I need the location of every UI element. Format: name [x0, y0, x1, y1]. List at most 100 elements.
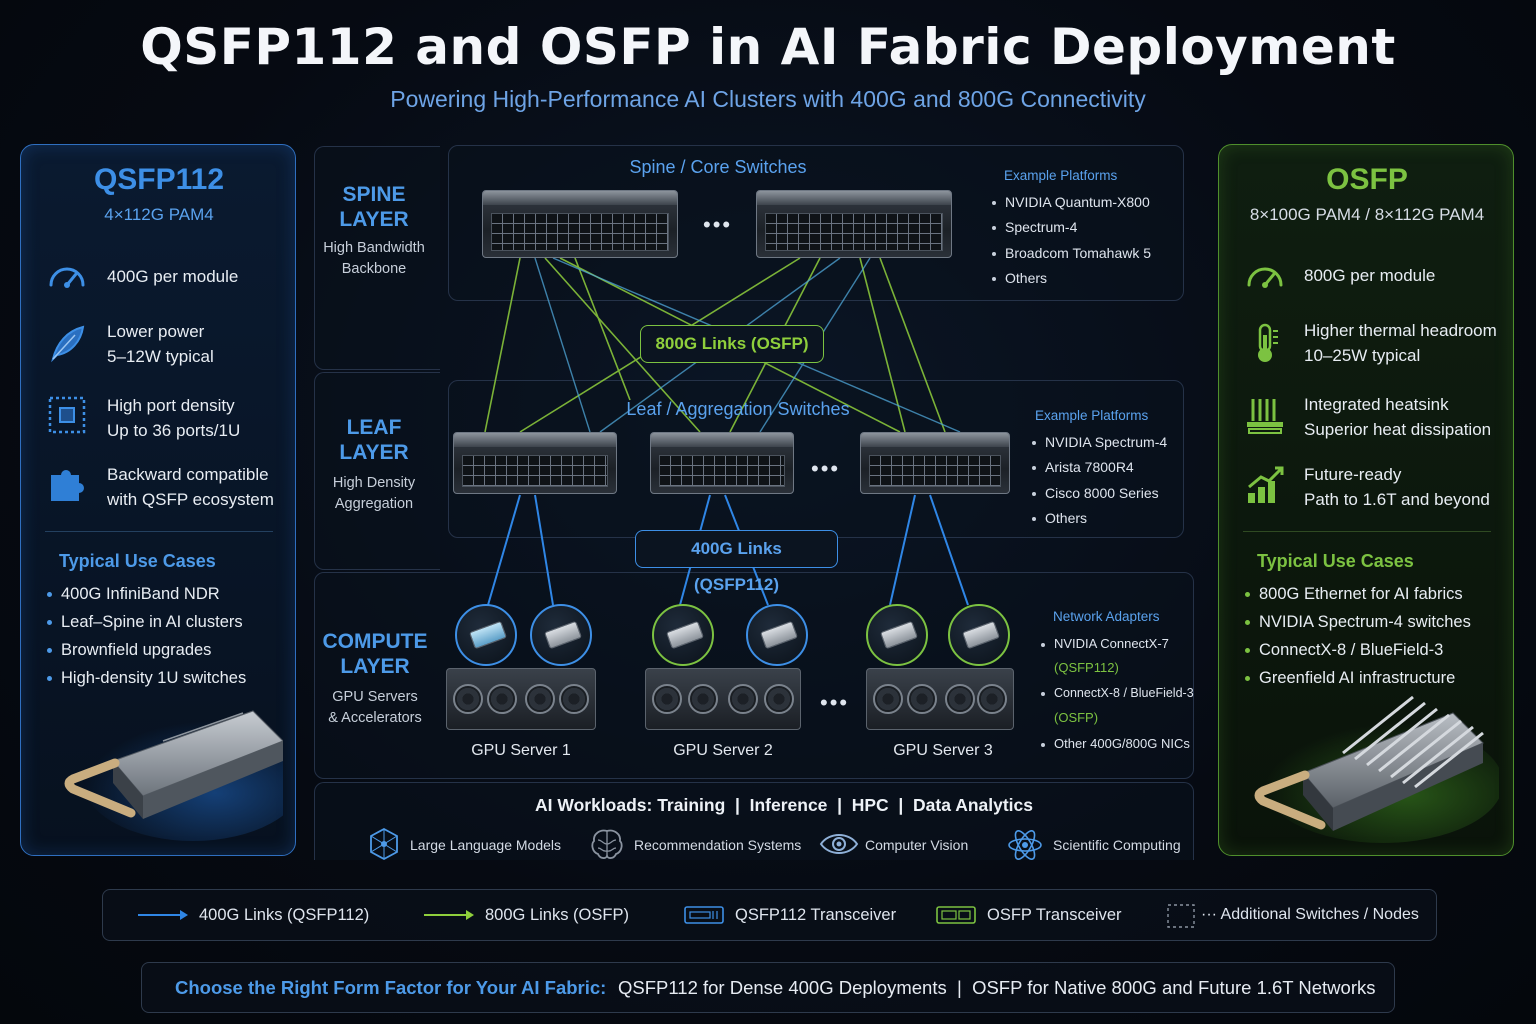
workload-recommendation: Recommendation Systems — [634, 837, 802, 853]
list-item: Cisco 8000 Series — [1032, 485, 1159, 501]
list-item: 800G Ethernet for AI fabrics — [1245, 585, 1463, 604]
list-item: NVIDIA Quantum-X800 — [992, 194, 1150, 210]
list-item: NVIDIA ConnectX-7 — [1041, 636, 1169, 651]
legend — [102, 889, 1437, 941]
compute-layer-desc: GPU Servers& Accelerators — [328, 689, 422, 726]
qsfp112-transceiver-icon — [684, 906, 724, 924]
blue-arrow-icon — [138, 910, 188, 920]
800g-links-secondary — [534, 257, 961, 433]
gpu-server-3[interactable] — [866, 668, 1014, 730]
spine-layer-label-frame — [314, 146, 440, 370]
legend-qsfp112: QSFP112 Transceiver — [735, 906, 897, 924]
footer-highlight: Choose the Right Form Factor for Your AI… — [175, 977, 607, 998]
chip-grid-icon — [48, 396, 86, 434]
leaf-platforms-title: Example Platforms — [1035, 408, 1149, 423]
gpu-server-1-label: GPU Server 1 — [471, 742, 571, 759]
osfp-use-cases-title: Typical Use Cases — [1257, 551, 1414, 571]
workloads-title: AI Workloads: Training | Inference | HPC… — [535, 795, 1033, 815]
osfp-panel: OSFP 8×100G PAM4 / 8×112G PAM4 800G per … — [1218, 144, 1514, 856]
qsfp112-feature-1: 400G per module — [107, 267, 239, 286]
leaf-ellipsis: ••• — [811, 456, 841, 481]
osfp-transceiver-icon — [652, 604, 714, 666]
osfp-transceiver-icon — [866, 604, 928, 666]
list-item: Broadcom Tomahawk 5 — [992, 245, 1151, 261]
qsfp112-transceiver-icon — [746, 604, 808, 666]
qsfp112-use-cases-title: Typical Use Cases — [59, 551, 216, 571]
leaf-section-title: Leaf / Aggregation Switches — [626, 399, 850, 419]
osfp-title: OSFP — [1326, 163, 1408, 196]
workloads-frame — [314, 782, 1194, 860]
list-item: Leaf–Spine in AI clusters — [47, 613, 243, 632]
gpu-server-3-label: GPU Server 3 — [893, 742, 993, 759]
workload-computer-vision: Computer Vision — [865, 837, 969, 853]
workload-scientific: Scientific Computing — [1053, 837, 1181, 853]
list-item: Greenfield AI infrastructure — [1245, 669, 1455, 688]
list-item: Brownfield upgrades — [47, 641, 211, 660]
list-item: Arista 7800R4 — [1032, 459, 1134, 475]
growth-chart-icon — [1248, 466, 1284, 503]
green-arrow-icon — [424, 910, 474, 920]
leaf-layer-label-frame — [314, 372, 440, 570]
osfp-transceiver-icon — [936, 906, 976, 924]
leaf-switch-2[interactable] — [650, 432, 794, 494]
puzzle-icon — [51, 470, 84, 501]
speedometer-icon — [1247, 267, 1283, 288]
list-item: High-density 1U switches — [47, 669, 246, 688]
list-item: ConnectX-8 / BlueField-3 — [1245, 641, 1443, 660]
list-item: Other 400G/800G NICs — [1041, 736, 1190, 751]
gpu-server-1[interactable] — [446, 668, 596, 730]
dashed-box-icon — [1167, 904, 1195, 928]
list-item: Spectrum-4 — [992, 219, 1077, 235]
qsfp112-feature-3: High port density Up to 36 ports/1U — [107, 396, 241, 440]
osfp-feature-2: Higher thermal headroom 10–25W typical — [1304, 321, 1497, 365]
legend-osfp: OSFP Transceiver — [987, 906, 1122, 924]
spine-section-title: Spine / Core Switches — [629, 157, 807, 177]
legend-800g: 800G Links (OSFP) — [485, 906, 629, 924]
leaf-switch-3[interactable] — [860, 432, 1010, 494]
400g-links-badge: 400G Links (QSFP112) — [635, 530, 838, 594]
qsfp112-panel: QSFP112 4×112G PAM4 400G per module Lowe… — [20, 144, 296, 856]
adapter-formfactor: (OSFP) — [1054, 710, 1099, 725]
osfp-feature-1: 800G per module — [1304, 266, 1436, 285]
network-adapters-title: Network Adapters — [1053, 609, 1160, 624]
list-item: 400G InfiniBand NDR — [47, 585, 220, 604]
qsfp112-feature-2: Lower power 5–12W typical — [107, 322, 214, 366]
speedometer-icon — [49, 267, 85, 288]
osfp-subtitle: 8×100G PAM4 / 8×112G PAM4 — [1249, 205, 1485, 224]
osfp-module-image — [1254, 695, 1499, 843]
legend-400g: 400G Links (QSFP112) — [199, 906, 370, 924]
qsfp112-subtitle: 4×112G PAM4 — [104, 205, 214, 224]
legend-additional: ··· Additional Switches / Nodes — [1201, 906, 1419, 923]
atom-icon — [1008, 830, 1042, 860]
list-item: NVIDIA Spectrum-4 — [1032, 434, 1167, 450]
qsfp112-title: QSFP112 — [93, 163, 225, 196]
gpu-server-2-label: GPU Server 2 — [673, 742, 773, 759]
qsfp112-feature-4: Backward compatible with QSFP ecosystem — [107, 465, 274, 509]
brain-icon — [591, 829, 623, 859]
spine-switch-1[interactable] — [482, 190, 678, 258]
leaf-switch-1[interactable] — [453, 432, 617, 494]
cube-network-icon — [370, 827, 398, 861]
thermometer-icon — [1258, 323, 1278, 362]
page-title: QSFP112 and OSFP in AI Fabric Deployment — [140, 18, 1396, 76]
spine-switch-2[interactable] — [756, 190, 952, 258]
osfp-transceiver-icon — [948, 604, 1010, 666]
server-ellipsis: ••• — [820, 690, 850, 715]
list-item: NVIDIA Spectrum-4 switches — [1245, 613, 1471, 632]
list-item: Others — [1032, 510, 1087, 526]
divider — [1243, 531, 1491, 532]
workload-llm: Large Language Models — [410, 837, 562, 853]
page-subtitle: Powering High-Performance AI Clusters wi… — [390, 86, 1146, 112]
spine-ellipsis: ••• — [703, 212, 733, 237]
qsfp112-transceiver-icon — [455, 604, 517, 666]
gpu-server-2[interactable] — [645, 668, 801, 730]
list-item: Others — [992, 270, 1047, 286]
spine-platforms-title: Example Platforms — [1004, 168, 1118, 183]
qsfp112-transceiver-icon — [530, 604, 592, 666]
